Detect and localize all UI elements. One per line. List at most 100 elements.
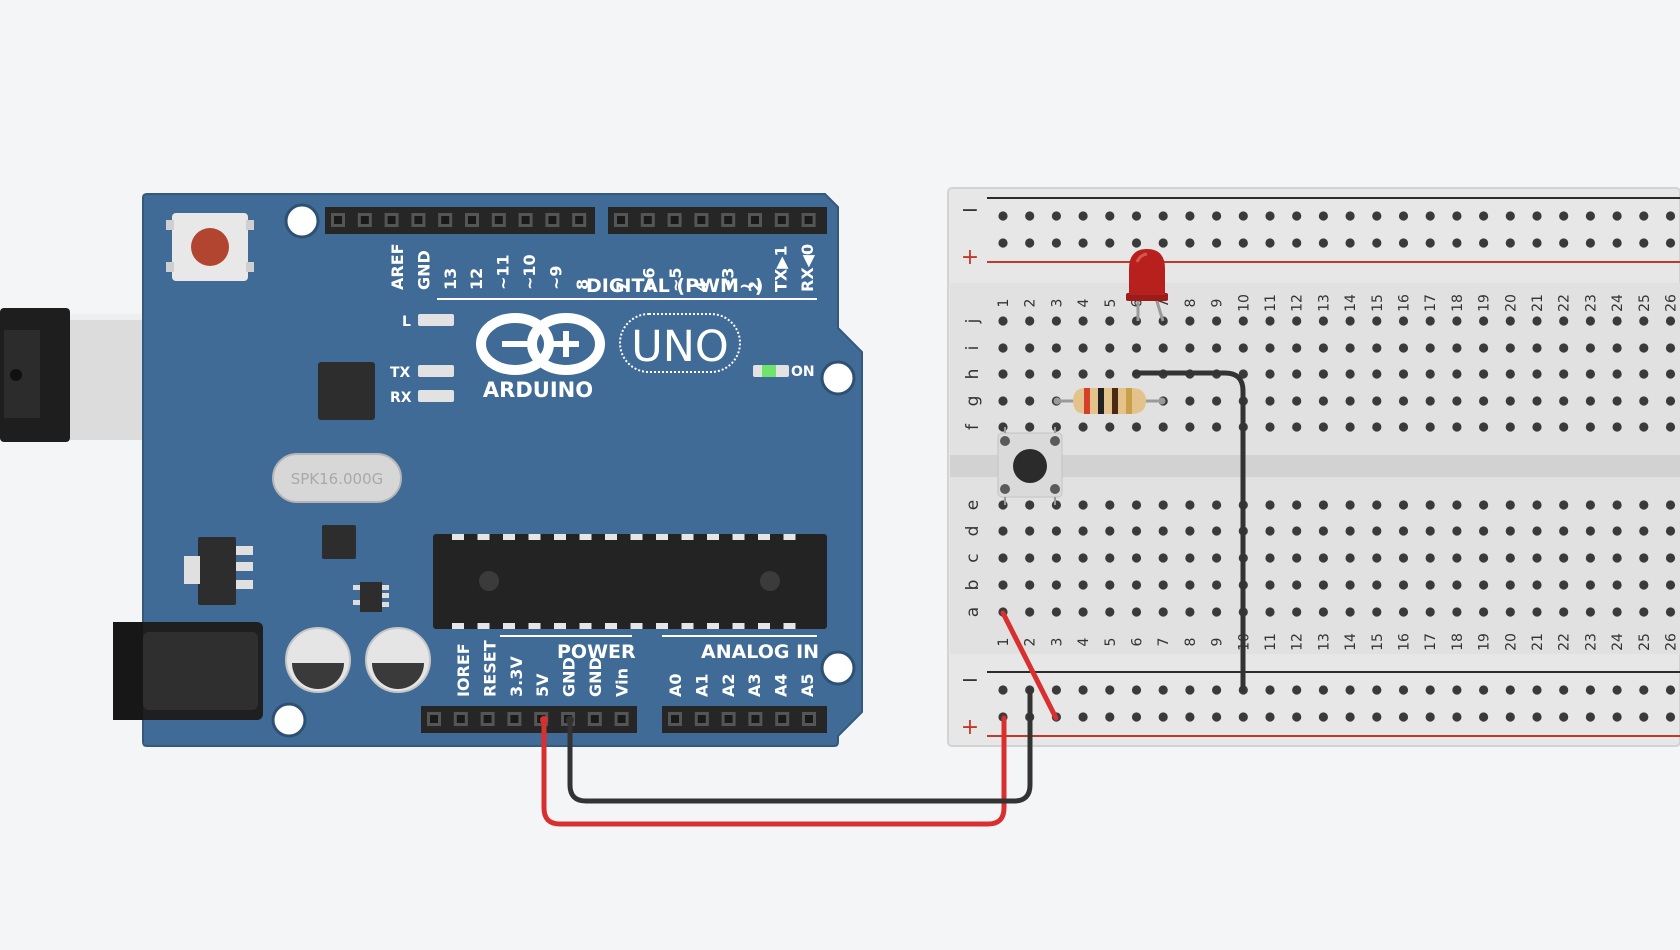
- breadboard-hole[interactable]: [1265, 526, 1275, 536]
- breadboard-hole[interactable]: [1559, 500, 1569, 510]
- breadboard-hole[interactable]: [1212, 316, 1222, 326]
- breadboard-hole[interactable]: [1372, 712, 1382, 722]
- breadboard-hole[interactable]: [1185, 553, 1195, 563]
- breadboard-hole[interactable]: [1345, 211, 1355, 221]
- breadboard-hole[interactable]: [1585, 712, 1595, 722]
- breadboard-hole[interactable]: [1345, 343, 1355, 353]
- breadboard-hole[interactable]: [1265, 712, 1275, 722]
- breadboard-hole[interactable]: [1345, 712, 1355, 722]
- breadboard-hole[interactable]: [1559, 343, 1569, 353]
- breadboard-hole[interactable]: [1665, 396, 1676, 406]
- power-header[interactable]: [421, 706, 637, 733]
- breadboard-hole[interactable]: [1318, 500, 1328, 510]
- breadboard-hole[interactable]: [1185, 580, 1195, 590]
- breadboard-hole[interactable]: [1131, 238, 1142, 248]
- breadboard-hole[interactable]: [1185, 712, 1195, 722]
- breadboard-hole[interactable]: [1479, 369, 1489, 379]
- breadboard-hole[interactable]: [1212, 553, 1222, 563]
- breadboard-hole[interactable]: [1612, 712, 1622, 722]
- breadboard-hole[interactable]: [1212, 580, 1222, 590]
- breadboard-hole[interactable]: [1372, 211, 1382, 221]
- breadboard-hole[interactable]: [1318, 211, 1328, 221]
- breadboard-hole[interactable]: [1665, 238, 1676, 248]
- breadboard-hole[interactable]: [1265, 500, 1275, 510]
- breadboard-hole[interactable]: [1105, 369, 1115, 379]
- breadboard-hole[interactable]: [1398, 238, 1409, 248]
- breadboard-hole[interactable]: [1665, 369, 1676, 379]
- breadboard-hole[interactable]: [998, 211, 1008, 221]
- red-jumper-wire[interactable]: [1000, 610, 1059, 721]
- breadboard-hole[interactable]: [1425, 422, 1435, 432]
- digital-header-right[interactable]: [608, 207, 827, 234]
- breadboard-hole[interactable]: [1265, 396, 1275, 406]
- breadboard-hole[interactable]: [1372, 369, 1382, 379]
- breadboard-hole[interactable]: [1665, 607, 1676, 617]
- breadboard-hole[interactable]: [1398, 500, 1409, 510]
- breadboard-hole[interactable]: [1318, 553, 1328, 563]
- breadboard-hole[interactable]: [1078, 369, 1088, 379]
- breadboard-hole[interactable]: [1078, 500, 1088, 510]
- breadboard-hole[interactable]: [1612, 316, 1622, 326]
- breadboard-hole[interactable]: [1612, 211, 1622, 221]
- breadboard-hole[interactable]: [1105, 553, 1115, 563]
- breadboard-hole[interactable]: [1292, 422, 1302, 432]
- breadboard-hole[interactable]: [1398, 316, 1409, 326]
- breadboard-hole[interactable]: [1051, 211, 1061, 221]
- breadboard-hole[interactable]: [1345, 607, 1355, 617]
- breadboard-hole[interactable]: [1025, 580, 1035, 590]
- breadboard-hole[interactable]: [1532, 553, 1542, 563]
- breadboard-hole[interactable]: [998, 685, 1008, 695]
- breadboard-hole[interactable]: [1532, 685, 1542, 695]
- breadboard-hole[interactable]: [1612, 580, 1622, 590]
- breadboard-hole[interactable]: [1505, 580, 1515, 590]
- breadboard-hole[interactable]: [1398, 422, 1409, 432]
- breadboard-hole[interactable]: [1425, 369, 1435, 379]
- breadboard-hole[interactable]: [1585, 316, 1595, 326]
- breadboard-hole[interactable]: [1318, 607, 1328, 617]
- breadboard-hole[interactable]: [1505, 712, 1515, 722]
- breadboard-hole[interactable]: [998, 369, 1008, 379]
- breadboard-hole[interactable]: [1372, 316, 1382, 326]
- breadboard-hole[interactable]: [1345, 369, 1355, 379]
- breadboard-hole[interactable]: [1505, 685, 1515, 695]
- breadboard-hole[interactable]: [1612, 238, 1622, 248]
- breadboard-hole[interactable]: [1292, 580, 1302, 590]
- breadboard-hole[interactable]: [1639, 580, 1649, 590]
- breadboard-hole[interactable]: [1078, 238, 1088, 248]
- breadboard-hole[interactable]: [1185, 396, 1195, 406]
- breadboard-hole[interactable]: [1051, 500, 1061, 510]
- breadboard-hole[interactable]: [1559, 238, 1569, 248]
- breadboard-hole[interactable]: [1051, 553, 1061, 563]
- breadboard-hole[interactable]: [998, 553, 1008, 563]
- breadboard-hole[interactable]: [1292, 211, 1302, 221]
- breadboard-hole[interactable]: [1265, 343, 1275, 353]
- breadboard-hole[interactable]: [1479, 211, 1489, 221]
- breadboard-hole[interactable]: [1639, 712, 1649, 722]
- breadboard-hole[interactable]: [1452, 316, 1462, 326]
- breadboard-hole[interactable]: [1158, 712, 1168, 722]
- breadboard-hole[interactable]: [1131, 343, 1142, 353]
- pushbutton[interactable]: [997, 427, 1063, 505]
- breadboard-hole[interactable]: [1292, 712, 1302, 722]
- breadboard-hole[interactable]: [1131, 580, 1142, 590]
- breadboard-hole[interactable]: [1505, 526, 1515, 536]
- breadboard-hole[interactable]: [1452, 396, 1462, 406]
- breadboard-hole[interactable]: [1078, 526, 1088, 536]
- breadboard-hole[interactable]: [1425, 343, 1435, 353]
- breadboard-hole[interactable]: [1051, 343, 1061, 353]
- breadboard-hole[interactable]: [1345, 500, 1355, 510]
- breadboard-hole[interactable]: [1185, 316, 1195, 326]
- breadboard-hole[interactable]: [1105, 526, 1115, 536]
- breadboard-hole[interactable]: [1665, 500, 1676, 510]
- resistor[interactable]: [1053, 388, 1166, 414]
- breadboard-hole[interactable]: [1452, 712, 1462, 722]
- breadboard-hole[interactable]: [1639, 500, 1649, 510]
- breadboard-hole[interactable]: [1292, 238, 1302, 248]
- breadboard-hole[interactable]: [1398, 685, 1409, 695]
- breadboard-hole[interactable]: [1479, 712, 1489, 722]
- breadboard-hole[interactable]: [1452, 553, 1462, 563]
- breadboard-hole[interactable]: [1532, 580, 1542, 590]
- breadboard-hole[interactable]: [1585, 685, 1595, 695]
- breadboard-hole[interactable]: [1479, 343, 1489, 353]
- breadboard-hole[interactable]: [1585, 422, 1595, 432]
